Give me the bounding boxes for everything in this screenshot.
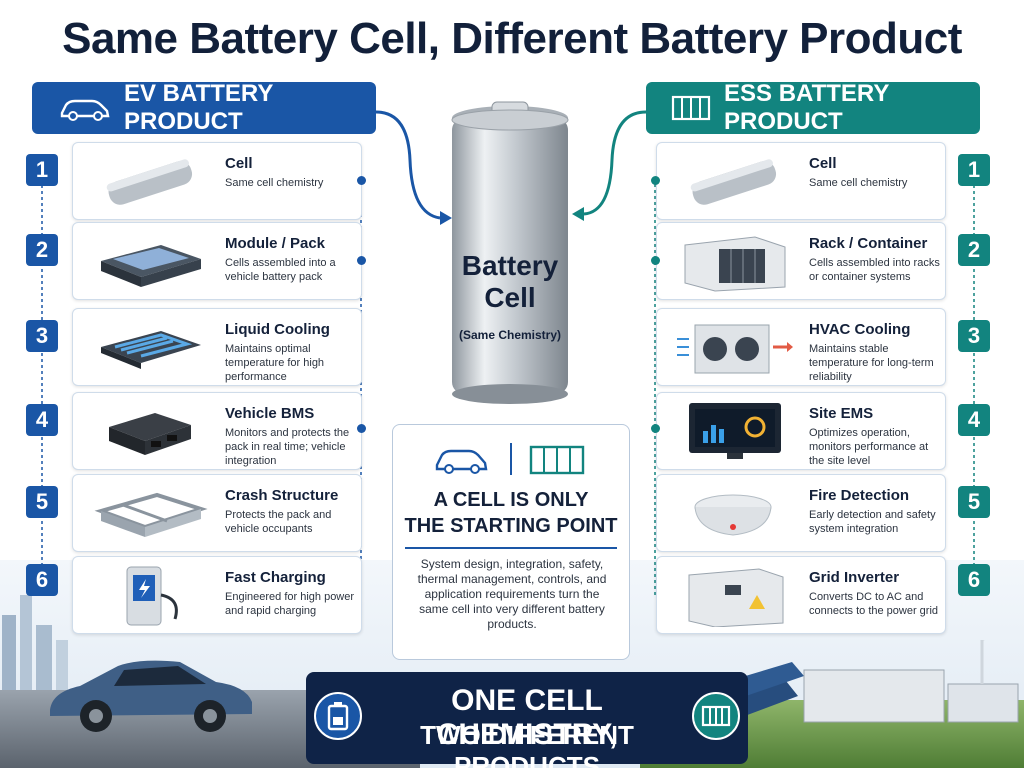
ess-step-1-desc: Same cell chemistry: [809, 177, 908, 189]
ev-step-3-card: Liquid Cooling Maintains optimal tempera…: [72, 308, 362, 386]
ev-step-4-title: Vehicle BMS: [225, 405, 315, 422]
ev-step-2-badge: 2: [26, 234, 58, 266]
ev-step-1-title: Cell: [225, 155, 253, 172]
info-heading-line2: THE STARTING POINT: [404, 515, 618, 537]
ess-step-4-badge: 4: [958, 404, 990, 436]
ev-step-1-badge: 1: [26, 154, 58, 186]
ev-step-4-card: Vehicle BMS Monitors and protects the pa…: [72, 392, 362, 470]
ev-step-1-card: Cell Same cell chemistry: [72, 142, 362, 220]
battery-icon: [314, 692, 362, 740]
rack-container-image: [684, 236, 786, 292]
battery-cell-label-line2: Cell: [484, 282, 536, 313]
info-divider: [405, 547, 617, 549]
container-icon: [692, 692, 740, 740]
ess-step-6-badge: 6: [958, 564, 990, 596]
car-icon: [435, 449, 488, 474]
battery-cell-image: [451, 101, 569, 404]
ev-step-6-title: Fast Charging: [225, 569, 326, 586]
ess-step-2-badge: 2: [958, 234, 990, 266]
info-box: A CELL IS ONLY THE STARTING POINT System…: [392, 424, 630, 660]
ev-step-5-card: Crash Structure Protects the pack and ve…: [72, 474, 362, 552]
ev-step-6-card: Fast Charging Engineered for high power …: [72, 556, 362, 634]
ess-step-2-desc: Cells assembled into racks or container …: [809, 257, 940, 283]
ess-step-2-connector-dot: [651, 256, 660, 265]
smoke-detector-image: [694, 494, 772, 536]
ev-step-4-connector-dot: [357, 424, 366, 433]
ess-step-6-title: Grid Inverter: [809, 569, 900, 586]
ess-step-5-title: Fire Detection: [809, 487, 910, 504]
ess-step-4-title: Site EMS: [809, 405, 874, 422]
bms-module-image: [109, 413, 191, 455]
ess-header: ESS BATTERY PRODUCT: [646, 80, 980, 135]
ess-step-1-badge: 1: [958, 154, 990, 186]
ev-step-4-desc: Monitors and protects the pack in real t…: [225, 427, 350, 467]
hvac-unit-image: [677, 324, 793, 374]
ess-step-1-title: Cell: [809, 155, 837, 172]
ev-step-3-title: Liquid Cooling: [225, 321, 330, 338]
ev-step-2-card: Module / Pack Cells assembled into a veh…: [72, 222, 362, 300]
battery-cell-label-line1: Battery: [461, 250, 559, 281]
ess-step-2-card: Rack / Container Cells assembled into ra…: [656, 222, 946, 300]
battery-pack-image: [101, 245, 201, 287]
monitor-dashboard-image: [689, 403, 781, 459]
cylindrical-cell-image: [106, 159, 193, 205]
banner-line2: TWO DIFFERENT PRODUCTS: [420, 720, 634, 768]
grid-inverter-image: [688, 568, 784, 627]
ev-header-label: EV BATTERY PRODUCT: [124, 80, 273, 135]
info-heading-line1: A CELL IS ONLY: [433, 489, 589, 511]
cylindrical-cell-image: [690, 159, 777, 205]
car-icon: [60, 99, 110, 121]
ev-header: EV BATTERY PRODUCT: [32, 80, 376, 135]
ess-step-3-desc: Maintains stable temperature for long-te…: [809, 343, 934, 383]
cooling-plate-image: [101, 331, 201, 369]
ess-step-5-desc: Early detection and safety system integr…: [809, 509, 936, 535]
info-icons: [435, 443, 585, 475]
ess-step-1-connector-dot: [651, 176, 660, 185]
ev-step-1-connector-dot: [357, 176, 366, 185]
container-icon: [671, 95, 711, 121]
ev-step-2-connector-dot: [357, 256, 366, 265]
charger-image: [126, 566, 178, 626]
ev-step-5-badge: 5: [26, 486, 58, 518]
ev-step-2-desc: Cells assembled into a vehicle battery p…: [225, 257, 336, 283]
city-skyline-image: [2, 595, 68, 695]
banner-line1: ONE CELL CHEMISTRY,: [436, 684, 618, 751]
ess-step-4-connector-dot: [651, 424, 660, 433]
ess-step-6-card: Grid Inverter Converts DC to AC and conn…: [656, 556, 946, 634]
electric-car-image: [50, 660, 252, 732]
ess-step-3-card: HVAC Cooling Maintains stable temperatur…: [656, 308, 946, 386]
ess-step-6-desc: Converts DC to AC and connects to the po…: [809, 591, 939, 617]
ev-step-2-title: Module / Pack: [225, 235, 326, 252]
ess-header-label: ESS BATTERY PRODUCT: [724, 80, 889, 135]
ev-step-1-desc: Same cell chemistry: [225, 177, 324, 189]
ess-step-5-badge: 5: [958, 486, 990, 518]
ess-step-3-title: HVAC Cooling: [809, 321, 911, 338]
ess-step-2-title: Rack / Container: [809, 235, 928, 252]
ess-step-3-badge: 3: [958, 320, 990, 352]
ev-step-6-badge: 6: [26, 564, 58, 596]
crash-frame-image: [94, 492, 208, 537]
info-body-text: System design, integration, safety, ther…: [417, 557, 607, 631]
bottom-banner: ONE CELL CHEMISTRY, TWO DIFFERENT PRODUC…: [306, 672, 748, 768]
ev-step-5-title: Crash Structure: [225, 487, 339, 504]
page-title: Same Battery Cell, Different Battery Pro…: [62, 14, 962, 63]
ev-step-4-badge: 4: [26, 404, 58, 436]
ess-step-4-desc: Optimizes operation, monitors performanc…: [809, 427, 929, 467]
ev-step-5-desc: Protects the pack and vehicle occupants: [225, 509, 332, 535]
container-icon: [529, 445, 585, 475]
ev-step-6-desc: Engineered for high power and rapid char…: [225, 591, 355, 617]
ess-step-1-card: Cell Same cell chemistry: [656, 142, 946, 220]
ev-step-3-badge: 3: [26, 320, 58, 352]
ess-step-4-card: Site EMS Optimizes operation, monitors p…: [656, 392, 946, 470]
ev-step-3-desc: Maintains optimal temperature for high p…: [225, 343, 325, 383]
battery-cell-label-line3: (Same Chemistry): [458, 328, 562, 342]
ess-step-5-card: Fire Detection Early detection and safet…: [656, 474, 946, 552]
